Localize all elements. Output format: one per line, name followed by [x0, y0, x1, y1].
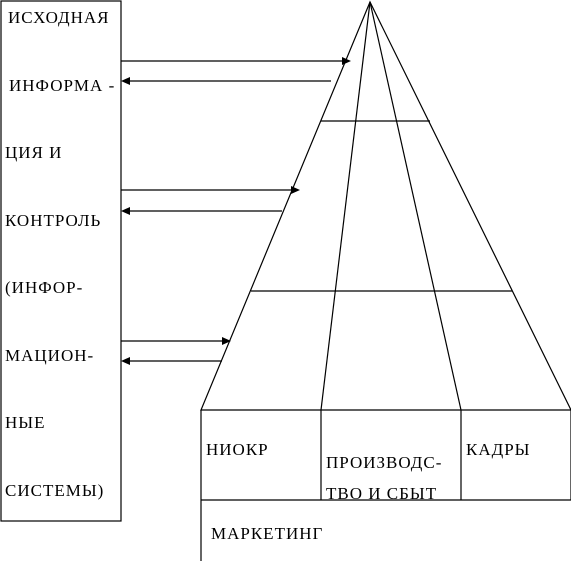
niokr-label: НИОКР — [206, 440, 269, 459]
arrow-to-lower-level-head — [222, 337, 231, 345]
arrow-from-top-level-head — [121, 77, 130, 85]
arrow-from-lower-level-head — [121, 357, 130, 365]
arrow-to-middle-level-head — [291, 186, 300, 194]
production-label-line2: ТВО И СБЫТ — [326, 484, 437, 503]
info-line-4: КОНТРОЛЬ — [5, 211, 101, 230]
pyramid-inner-line-left — [320, 1, 371, 411]
arrow-from-middle-level-head — [121, 207, 130, 215]
arrow-to-top-level-head — [342, 57, 351, 65]
marketing-label: МАРКЕТИНГ — [211, 524, 323, 543]
info-line-1: ИСХОДНАЯ — [8, 8, 110, 27]
info-line-7: НЫЕ — [5, 413, 46, 432]
personnel-label: КАДРЫ — [466, 440, 531, 459]
info-line-2: ИНФОРМА - — [9, 76, 115, 95]
info-systems-box — [0, 0, 122, 522]
info-line-6: МАЦИОН- — [5, 346, 94, 365]
management-pyramid — [200, 0, 571, 411]
info-line-3: ЦИЯ И — [5, 143, 62, 162]
info-line-8: СИСТЕМЫ) — [5, 481, 104, 500]
pyramid-inner-line-right — [369, 1, 462, 411]
info-line-5: (ИНФОР- — [5, 278, 83, 297]
production-label-line1: ПРОИЗВОДС- — [326, 453, 442, 472]
